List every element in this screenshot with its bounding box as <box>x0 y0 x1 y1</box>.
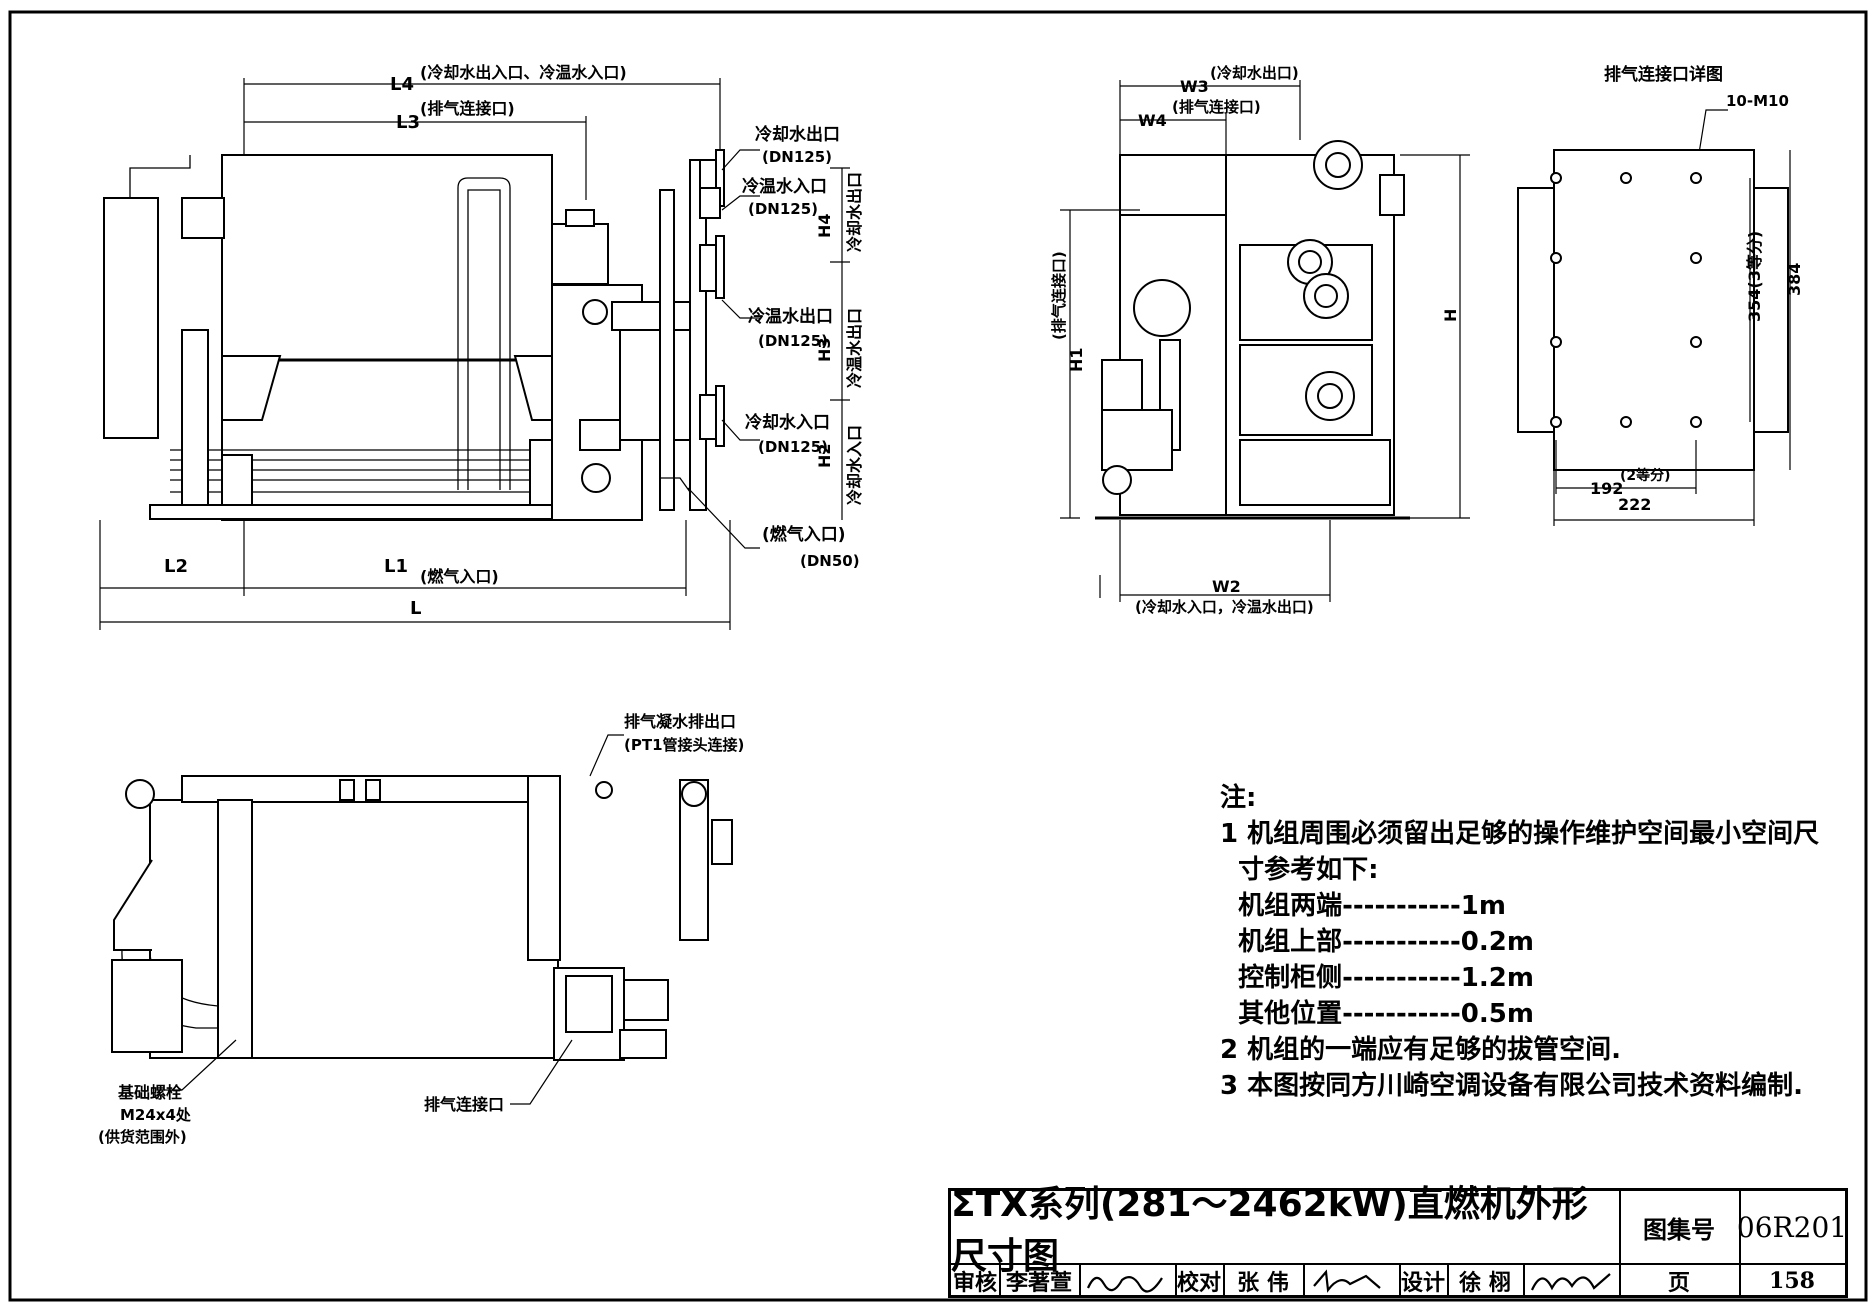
label-gas-in: (燃气入口) <box>762 524 846 545</box>
review-name: 李著萱 <box>999 1263 1081 1298</box>
label-cw-out: 冷却水出口 <box>755 124 840 145</box>
atlas-number: 06R201 <box>1736 1210 1848 1244</box>
note-line1b: 寸参考如下: <box>1220 855 1379 885</box>
detail-dim-354: 354(3等分) <box>1745 231 1764 322</box>
check-signature <box>1303 1263 1401 1298</box>
detail-dim-384: 384 <box>1785 263 1804 296</box>
plan-shell <box>149 799 559 1059</box>
check-label: 校对 <box>1175 1263 1225 1298</box>
dim-W4-note: (排气连接口) <box>1172 98 1261 116</box>
dim-W3-note: (冷却水出口) <box>1210 64 1299 82</box>
design-signature <box>1523 1263 1621 1298</box>
exhaust-flange-inner <box>1553 149 1755 471</box>
dim-L3: L3 <box>396 112 420 133</box>
dim-H2: H2 <box>815 443 834 468</box>
label-drain-note: (PT1管接头连接) <box>624 736 744 754</box>
dim-L2: L2 <box>164 556 188 577</box>
note-item2: 机组上部-----------0.2m <box>1220 927 1534 957</box>
burner-circle <box>1133 279 1191 337</box>
dim-W2-note: (冷却水入口，冷温水出口) <box>1135 598 1314 616</box>
side-view: W3 (冷却水出口) W4 (排气连接口) H1 (排气连接口) H <box>1050 64 1470 616</box>
dim-H4-note: 冷却水出口 <box>845 172 864 252</box>
label-hw-in: 冷温水入口 <box>742 176 827 197</box>
notes: 注: 1 机组周围必须留出足够的操作维护空间最小空间尺 寸参考如下: 机组两端-… <box>1220 780 1840 1104</box>
label-hw-out-dn: (DN125) <box>758 332 828 350</box>
dim-L1-note: (燃气入口) <box>420 567 499 586</box>
detail-dim-192: 192 <box>1590 479 1623 498</box>
dim-H: H <box>1441 309 1460 322</box>
dim-H4: H4 <box>815 213 834 238</box>
check-signature-mark <box>1313 1268 1381 1293</box>
label-cw-in-dn: (DN125) <box>758 438 828 456</box>
left-control-box <box>103 197 159 439</box>
label-bolt-note: (供货范围外) <box>98 1128 187 1146</box>
dim-L4: L4 <box>390 74 414 95</box>
front-view: L4 (冷却水出入口、冷温水入口) L3 (排气连接口) <box>99 63 864 630</box>
label-hw-out: 冷温水出口 <box>748 306 833 327</box>
label-bolt-spec: M24x4处 <box>120 1106 192 1124</box>
page-label: 页 <box>1619 1263 1741 1298</box>
label-hw-in-dn: (DN125) <box>748 200 818 218</box>
dim-L3-note: (排气连接口) <box>420 99 515 118</box>
design-label: 设计 <box>1399 1263 1449 1298</box>
detail-dim-192-note: (2等分) <box>1620 467 1671 484</box>
label-gas-dn: (DN50) <box>800 552 860 570</box>
label-cw-out-dn: (DN125) <box>762 148 832 166</box>
title-block: ΣTX系列(281～2462kW)直燃机外形尺寸图 图集号 06R201 审核 … <box>948 1184 1848 1298</box>
dim-L1: L1 <box>384 556 408 577</box>
dim-H1: H1 <box>1067 347 1086 372</box>
review-signature <box>1079 1263 1177 1298</box>
dim-H1-note: (排气连接口) <box>1050 251 1068 340</box>
design-name: 徐 栩 <box>1447 1263 1525 1298</box>
note-line2: 2 机组的一端应有足够的拔管空间. <box>1220 1035 1622 1065</box>
detail-dim-222: 222 <box>1618 495 1651 514</box>
note-line1: 1 机组周围必须留出足够的操作维护空间最小空间尺 <box>1220 819 1820 849</box>
label-cw-in: 冷却水入口 <box>745 412 830 433</box>
note-item4: 其他位置-----------0.5m <box>1220 999 1534 1029</box>
note-line3: 3 本图按同方川崎空调设备有限公司技术资料编制. <box>1220 1071 1804 1101</box>
note-item1: 机组两端-----------1m <box>1220 891 1506 921</box>
dim-W3: W3 <box>1180 77 1209 96</box>
drawing-title: ΣTX系列(281～2462kW)直燃机外形尺寸图 <box>951 1184 1621 1277</box>
notes-heading: 注: <box>1220 783 1257 813</box>
base-frame <box>149 504 591 520</box>
label-exhaust: 排气连接口 <box>424 1095 504 1114</box>
dim-L4-note: (冷却水出入口、冷温水入口) <box>420 63 627 82</box>
dim-H2-note: 冷却水入口 <box>845 425 864 505</box>
dim-H3: H3 <box>815 337 834 362</box>
note-item3: 控制柜侧-----------1.2m <box>1220 963 1534 993</box>
detail-title: 排气连接口详图 <box>1604 64 1723 85</box>
review-signature-mark <box>1086 1275 1163 1293</box>
exhaust-detail-view: 排气连接口详图 10-M10 354(3等分) 384 192 (2等分) 22… <box>1517 64 1804 526</box>
sheet-border <box>8 10 1868 1302</box>
label-drain: 排气凝水排出口 <box>624 712 736 731</box>
review-label: 审核 <box>951 1263 1001 1298</box>
dim-W4: W4 <box>1138 111 1167 130</box>
atlas-label: 图集号 <box>1619 1191 1741 1263</box>
page-number: 158 <box>1769 1267 1815 1294</box>
dim-H3-note: 冷温水出口 <box>845 308 864 388</box>
detail-bolts: 10-M10 <box>1726 92 1789 110</box>
dim-L: L <box>410 598 421 619</box>
label-bolt: 基础螺栓 <box>117 1083 183 1102</box>
plan-view: 排气凝水排出口 (PT1管接头连接) 基础螺栓 M24x4处 (供货范围外) 排… <box>98 712 744 1146</box>
check-name: 张 伟 <box>1223 1263 1305 1298</box>
main-shell-upper <box>221 154 553 361</box>
dim-W2: W2 <box>1212 577 1241 596</box>
design-signature-mark <box>1530 1272 1611 1290</box>
